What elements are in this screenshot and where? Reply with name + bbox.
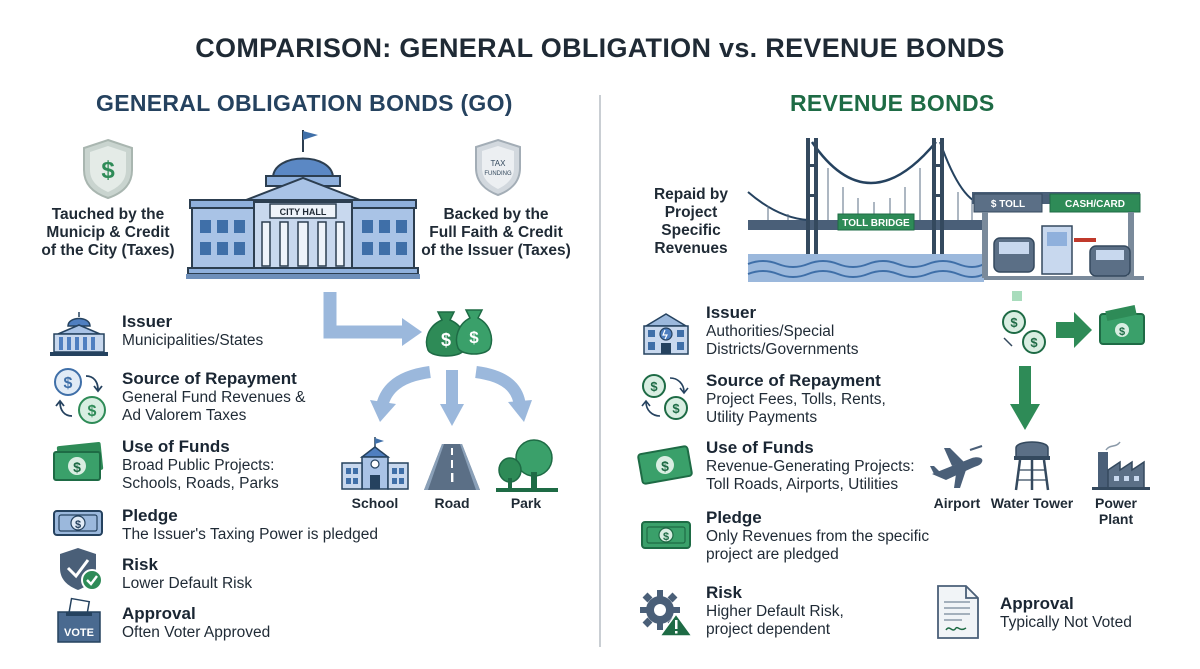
document-signature-icon [937, 585, 979, 639]
svg-text:$: $ [661, 458, 669, 474]
airport-label: Airport [933, 495, 981, 511]
power-plant-label: Power Plant [1094, 495, 1137, 527]
gear-warning-icon [640, 590, 694, 637]
rev-issuer-item: Issuer Authorities/Special Districts/Gov… [706, 303, 859, 358]
coin-exchange-icon: $ $ [54, 368, 106, 424]
svg-text:TOLL BRIDGE: TOLL BRIDGE [842, 218, 910, 229]
svg-text:FUNDING: FUNDING [484, 171, 512, 177]
capitol-icon [50, 312, 108, 356]
road-icon [424, 444, 480, 490]
cash-bill-icon: $ [53, 441, 104, 481]
svg-text:$: $ [101, 157, 115, 184]
park-label: Park [510, 495, 542, 511]
go-issuer-item: Issuer Municipalities/States [122, 312, 264, 349]
bill-pledge-icon: $ [53, 510, 103, 536]
ballot-box-icon: VOTE [57, 597, 101, 643]
svg-text:CASH/CARD: CASH/CARD [1065, 199, 1125, 210]
section-divider [599, 95, 601, 647]
shield-check-icon [60, 548, 103, 591]
svg-text:$: $ [88, 403, 97, 420]
svg-text:$: $ [1030, 335, 1038, 350]
rev-source-item: Source of Repayment Project Fees, Tolls,… [706, 371, 886, 426]
rev-approval-item: Approval Typically Not Voted [1000, 594, 1132, 631]
go-flow-arrows [323, 292, 532, 426]
go-approval-item: Approval Often Voter Approved [122, 604, 271, 641]
svg-text:$ TOLL: $ TOLL [991, 199, 1025, 210]
svg-text:CITY HALL: CITY HALL [280, 207, 327, 217]
money-bags-icon: $ $ [425, 309, 493, 357]
dollar-shield-icon: $ [83, 138, 133, 200]
svg-text:$: $ [64, 375, 73, 392]
road-label: Road [434, 495, 470, 511]
svg-text:$: $ [672, 401, 680, 416]
go-source-item: Source of Repayment General Fund Revenue… [122, 369, 306, 424]
green-pledge-bill-icon: $ [641, 521, 691, 549]
tax-funding-shield-icon: TAX FUNDING [475, 138, 521, 197]
svg-text:$: $ [73, 459, 81, 475]
rev-pledge-item: Pledge Only Revenues from the specific p… [706, 508, 930, 563]
park-tree-icon [496, 439, 558, 492]
svg-text:$: $ [75, 519, 81, 531]
water-tower-label: Water Tower [990, 495, 1074, 511]
go-section-title: GENERAL OBLIGATION BONDS (GO) [96, 90, 513, 116]
svg-text:VOTE: VOTE [64, 627, 94, 639]
svg-text:$: $ [1010, 315, 1018, 330]
go-risk-item: Risk Lower Default Risk [122, 555, 253, 592]
green-bill-icon: $ [637, 445, 693, 485]
svg-text:$: $ [469, 328, 479, 347]
school-label: School [351, 495, 399, 511]
toll-bridge-illustration: TOLL BRIDGE $ TOLL CASH/CARD [747, 138, 1144, 282]
go-pledge-item: Pledge The Issuer's Taxing Power is pled… [122, 506, 378, 543]
svg-text:TAX: TAX [491, 159, 507, 168]
page-title: COMPARISON: GENERAL OBLIGATION vs. REVEN… [195, 33, 1005, 63]
revenue-section-title: REVENUE BONDS [790, 90, 995, 116]
go-use-of-funds-item: Use of Funds Broad Public Projects: Scho… [122, 437, 279, 492]
rev-use-of-funds-item: Use of Funds Revenue-Generating Projects… [706, 438, 915, 493]
svg-text:$: $ [1119, 326, 1125, 338]
airplane-icon [930, 445, 983, 488]
school-icon [341, 437, 409, 490]
city-hall-icon: CITY HALL [186, 130, 420, 279]
power-plant-icon [1092, 441, 1150, 490]
svg-text:$: $ [441, 330, 451, 350]
building-icon [643, 313, 689, 355]
coins-cycle-icon: $ $ [641, 374, 689, 420]
rev-risk-item: Risk Higher Default Risk, project depend… [706, 583, 844, 638]
svg-text:$: $ [663, 531, 669, 543]
flow-dot [1012, 291, 1022, 301]
water-tower-icon [1014, 441, 1050, 491]
revenue-flow: $ $ $ [1002, 304, 1145, 430]
svg-text:$: $ [650, 379, 658, 394]
